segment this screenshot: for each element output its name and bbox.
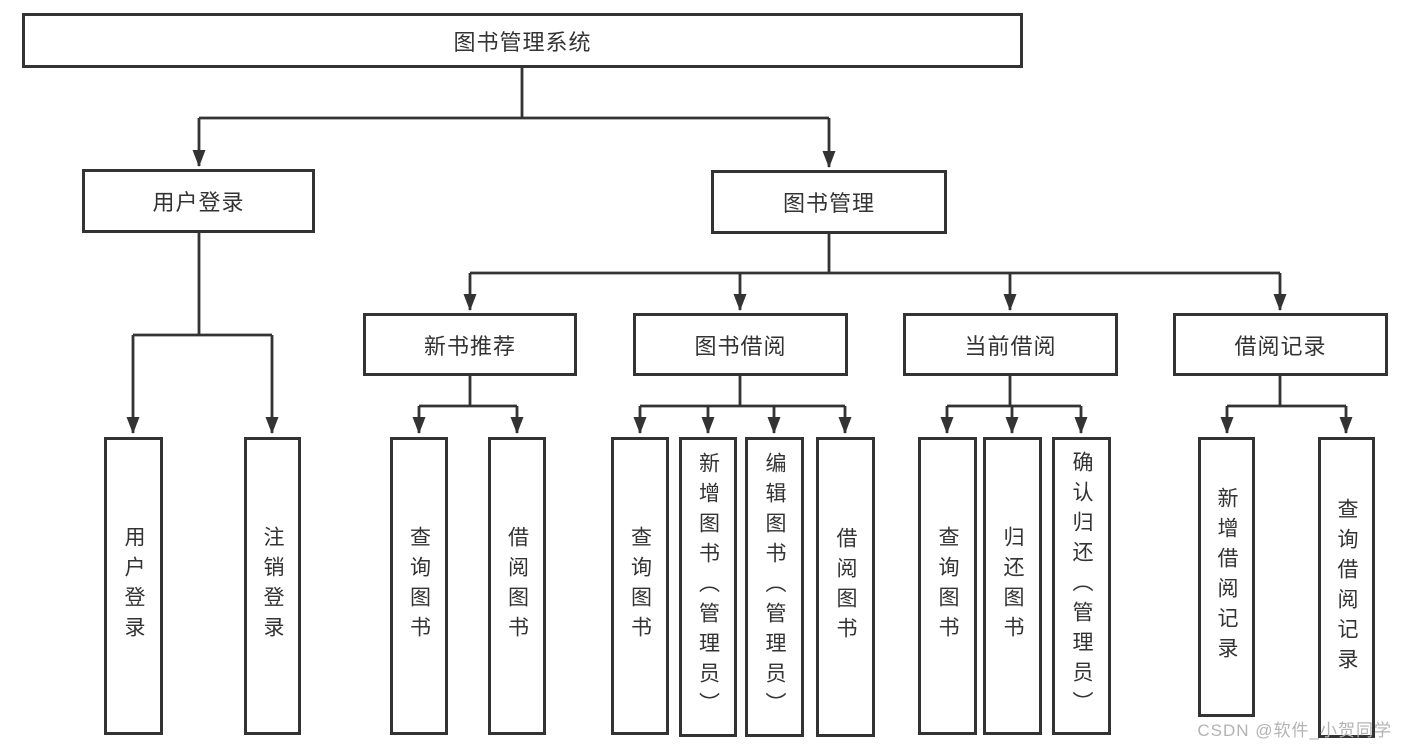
node-label: 新书推荐: [423, 333, 516, 359]
node-borrow-books-recommend: 借阅图书: [488, 437, 546, 735]
node-label: 图书管理: [782, 191, 875, 216]
node-label: 当前借阅: [964, 333, 1057, 359]
node-root-label: 图书管理系统: [453, 29, 592, 55]
node-label: 查询图书: [407, 526, 431, 646]
node-label: 借阅记录: [1234, 333, 1327, 359]
node-logout: 注销登录: [244, 437, 301, 735]
node-borrow-books: 借阅图书: [816, 437, 875, 737]
node-confirm-return-admin: 确认归还（管理员）: [1052, 437, 1111, 735]
node-label: 新增图书（管理员）: [696, 452, 720, 722]
node-label: 借阅图书: [834, 527, 857, 647]
node-label: 查询图书: [628, 526, 652, 646]
node-label: 用户登录: [122, 526, 145, 646]
node-user-login: 用户登录: [104, 437, 163, 735]
node-label: 新增借阅记录: [1215, 487, 1238, 667]
node-query-books-current: 查询图书: [918, 437, 977, 735]
node-label: 查询图书: [936, 526, 959, 646]
node-label: 用户登录: [152, 190, 245, 215]
node-user-login-branch: 用户登录: [82, 169, 315, 233]
node-label: 注销登录: [261, 526, 284, 646]
node-label: 查询借阅记录: [1335, 497, 1358, 678]
node-book-management-branch: 图书管理: [711, 170, 947, 234]
node-label: 编辑图书（管理员）: [763, 452, 786, 722]
node-label: 借阅图书: [505, 526, 529, 646]
node-root-library-system: 图书管理系统: [22, 13, 1023, 68]
node-new-book-recommend: 新书推荐: [363, 313, 577, 376]
node-label: 归还图书: [1001, 526, 1024, 646]
node-current-borrowing: 当前借阅: [903, 313, 1118, 376]
node-query-books-borrowing: 查询图书: [611, 437, 669, 735]
node-label: 确认归还（管理员）: [1070, 451, 1093, 721]
node-return-books: 归还图书: [983, 437, 1042, 735]
node-query-books-recommend: 查询图书: [390, 437, 448, 735]
node-borrowing-records: 借阅记录: [1173, 313, 1388, 376]
watermark: CSDN @软件_小贺同学: [1197, 721, 1392, 740]
node-query-borrow-record: 查询借阅记录: [1318, 437, 1375, 738]
node-add-borrow-record: 新增借阅记录: [1198, 437, 1255, 717]
node-label: 图书借阅: [694, 333, 787, 359]
node-edit-book-admin: 编辑图书（管理员）: [745, 437, 804, 737]
node-book-borrowing: 图书借阅: [633, 313, 848, 376]
node-add-book-admin: 新增图书（管理员）: [679, 437, 737, 737]
